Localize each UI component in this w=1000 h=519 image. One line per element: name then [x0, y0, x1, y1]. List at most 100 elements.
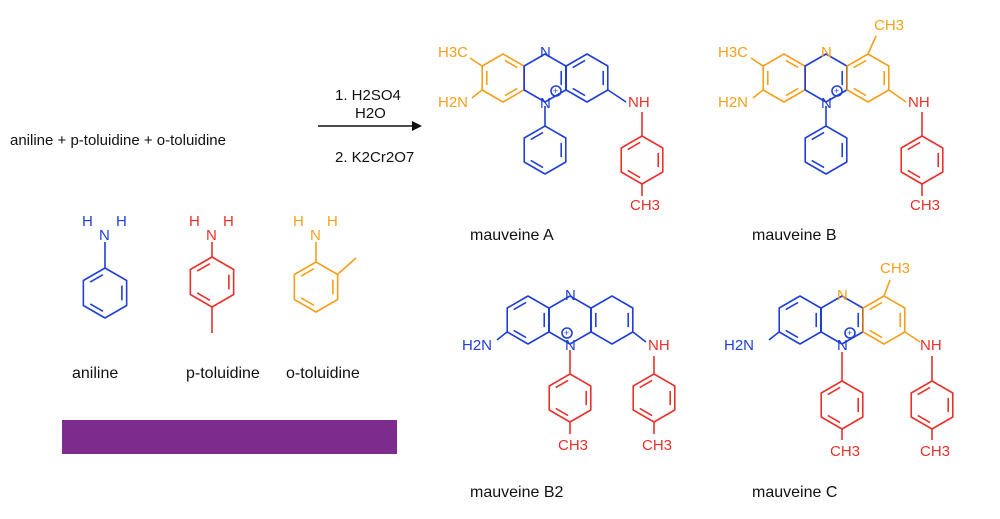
ring-outline	[565, 53, 609, 103]
mauveine-a-left-ring	[481, 53, 525, 103]
mauveine-b2-charge: +	[564, 328, 569, 338]
ring-outline	[82, 267, 128, 319]
mauveine-a-n-plus: N	[540, 95, 551, 112]
mauveine-b2-h2n: H2N	[462, 337, 492, 354]
mauveine-c-ch3-1: CH3	[830, 443, 860, 460]
ring-double-bond	[572, 87, 586, 97]
mauveine-b-top-ch3: CH3	[874, 17, 904, 34]
ring-double-bond	[555, 379, 569, 389]
ring-outline	[820, 380, 864, 430]
mauveine-a-charge-circle	[550, 85, 562, 97]
ring-double-bond	[504, 87, 518, 97]
mauveine-c-right-ring	[862, 295, 906, 345]
mauveine-c-n-plus: N	[837, 337, 848, 354]
purple-bar	[62, 420, 397, 454]
ring-outline	[481, 53, 525, 103]
ring-double-bond	[530, 159, 544, 169]
mauveine-c-charge: +	[847, 328, 852, 338]
ring-double-bond	[811, 159, 825, 169]
mauveine-b-h2n: H2N	[718, 94, 748, 111]
o-toluidine-h-right: H	[327, 213, 338, 230]
aniline-caption: aniline	[72, 365, 118, 382]
step1-line1: 1. H2SO4	[335, 87, 401, 104]
ring-double-bond	[513, 329, 527, 339]
o-toluidine-caption: o-toluidine	[286, 365, 360, 382]
mauveine-b2-nh-bond	[632, 331, 647, 343]
ring-double-bond	[504, 59, 518, 69]
ring-double-bond	[853, 59, 867, 69]
mauveine-a-nh-bond	[607, 89, 627, 103]
mauveine-a-nh: NH	[628, 94, 650, 111]
mauveine-c-tolyl-ring	[910, 380, 954, 430]
mauveine-a-tolyl-ring	[620, 135, 664, 185]
mauveine-a-structure: N N + NH H3C H2N CH3	[438, 44, 664, 214]
mauveine-b-methyl-bond	[750, 57, 764, 67]
ring-outline	[189, 256, 235, 308]
mauveine-b-charge-circle	[831, 85, 843, 97]
ring-double-bond	[785, 87, 799, 97]
ring-outline	[862, 295, 906, 345]
ring-double-bond	[907, 141, 921, 151]
aniline-ring	[82, 267, 128, 319]
mauveine-c-structure: N N + NH H2N CH3 CH3 CH3	[724, 260, 954, 460]
ring-double-bond	[785, 301, 799, 311]
mauveine-b-top-methyl-bond	[867, 35, 877, 55]
ring-double-bond	[907, 169, 921, 179]
ring-double-bond	[196, 262, 211, 272]
mauveine-c-caption: mauveine C	[752, 484, 837, 501]
ring-outline	[762, 53, 806, 103]
ring-double-bond	[89, 273, 104, 283]
ring-outline	[548, 373, 592, 423]
ring-double-bond	[917, 386, 931, 396]
mauveine-c-amino-bond	[768, 331, 780, 341]
mauveine-a-top-n: N	[540, 44, 551, 61]
mauveine-b-charge: +	[834, 86, 839, 96]
ring-outline	[778, 295, 822, 345]
mauveine-c-top-methyl-bond	[883, 279, 891, 297]
mauveine-b-structure: N N + NH H3C H2N CH3 CH3	[718, 17, 944, 214]
p-toluidine-n: N	[206, 227, 217, 244]
mauveine-b-n-plus: N	[821, 95, 832, 112]
ring-double-bond	[639, 379, 653, 389]
mauveine-b-left-ring	[762, 53, 806, 103]
ring-double-bond	[869, 301, 883, 311]
mauveine-a-h2n: H2N	[438, 94, 468, 111]
mauveine-b-top-n: N	[821, 44, 832, 61]
ring-outline	[506, 295, 550, 345]
mauveine-b-nh-bond	[888, 89, 907, 103]
mauveine-b-amino-bond	[752, 89, 764, 99]
ring-double-bond	[89, 303, 104, 313]
ring-double-bond	[827, 386, 841, 396]
mauveine-a-h3c: H3C	[438, 44, 468, 61]
p-toluidine-caption: p-toluidine	[186, 365, 260, 382]
mauveine-c-top-ch3: CH3	[880, 260, 910, 277]
mauveine-c-nh: NH	[920, 337, 942, 354]
mauveine-c-top-n: N	[837, 287, 848, 304]
step2-text: 2. K2Cr2O7	[335, 149, 414, 166]
mauveine-c-left-ring	[778, 295, 822, 345]
ring-double-bond	[627, 141, 641, 151]
mauveine-b2-right-ring	[590, 295, 634, 345]
ring-double-bond	[869, 329, 883, 339]
ring-double-bond	[572, 59, 586, 69]
ring-outline	[293, 261, 339, 313]
ring-double-bond	[785, 59, 799, 69]
mauveine-a-n-phenyl-ring	[523, 125, 567, 175]
mauveine-c-n-tolyl-ring	[820, 380, 864, 430]
mauveine-a-methyl-bond	[469, 57, 483, 67]
mauveine-a-amino-bond	[471, 89, 483, 99]
ring-double-bond	[627, 169, 641, 179]
p-toluidine-h-right: H	[223, 213, 234, 230]
ring-double-bond	[811, 131, 825, 141]
mauveine-b2-n-tolyl-ring	[548, 373, 592, 423]
o-toluidine-methyl-bond	[337, 257, 357, 275]
step1-line2: H2O	[355, 105, 386, 122]
mauveine-b2-charge-circle	[561, 327, 573, 339]
mauveine-b2-top-n: N	[565, 287, 576, 304]
mauveine-a-ch3: CH3	[630, 197, 660, 214]
o-toluidine-h-left: H	[293, 213, 304, 230]
ring-double-bond	[917, 414, 931, 424]
ring-outline	[523, 125, 567, 175]
ring-double-bond	[827, 414, 841, 424]
